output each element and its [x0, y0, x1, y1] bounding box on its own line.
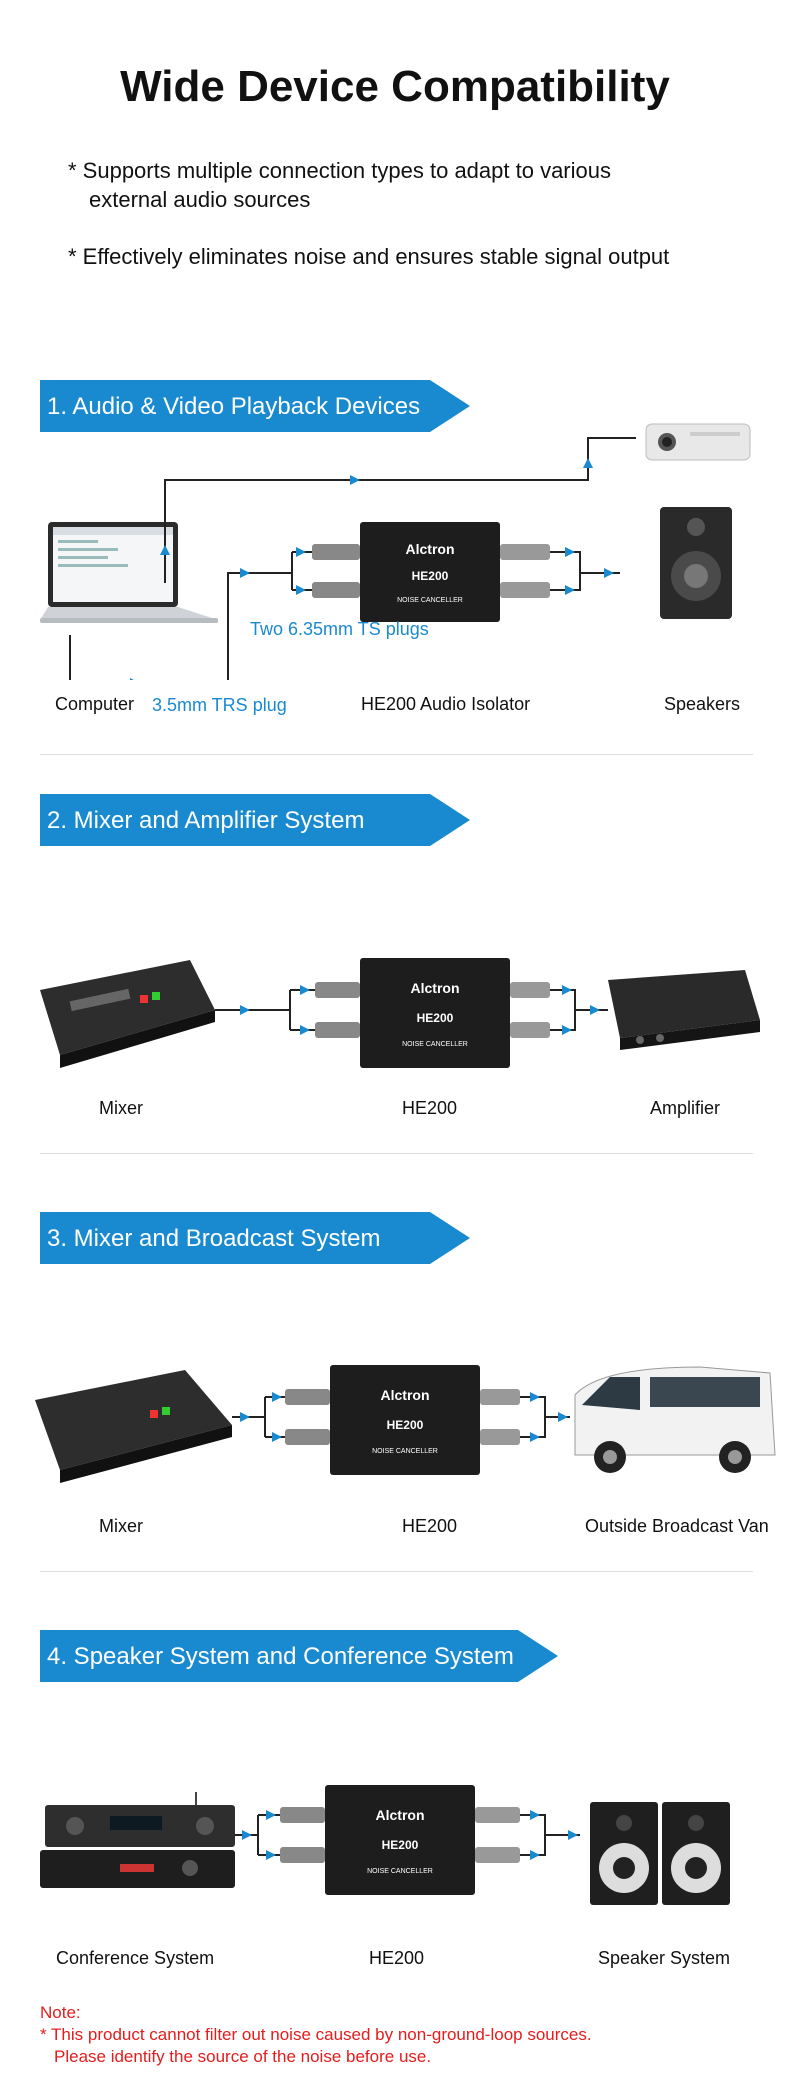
device-model-text: HE200 [412, 569, 449, 583]
note-title: Note: [40, 2003, 81, 2022]
label-he200-2: HE200 [402, 1098, 458, 1118]
section-2-heading: 2. Mixer and Amplifier System [47, 807, 365, 834]
section-2-banner: 2. Mixer and Amplifier System [40, 794, 470, 846]
device-model-text: HE200 [417, 1011, 454, 1025]
device-brand-text: Alctron [411, 980, 460, 996]
label-speakers: Speakers [664, 694, 741, 714]
laptop-image [40, 522, 218, 623]
page-title: Wide Device Compatibility [120, 62, 670, 111]
section-3-heading: 3. Mixer and Broadcast System [47, 1225, 381, 1252]
section-4-heading: 4. Speaker System and Conference System [47, 1643, 514, 1670]
section-3-banner: 3. Mixer and Broadcast System [40, 1212, 470, 1264]
device-caption-text: NOISE CANCELLER [367, 1868, 433, 1875]
speaker-system-image [590, 1802, 730, 1905]
label-conference-system: Conference System [56, 1948, 215, 1968]
projector-image [645, 423, 751, 461]
device-caption-text: NOISE CANCELLER [372, 1448, 438, 1455]
device-model-text: HE200 [387, 1418, 424, 1432]
amplifier-image [608, 970, 760, 1050]
callout-trs-plug: 3.5mm TRS plug [152, 695, 287, 715]
note-line-1: * This product cannot filter out noise c… [40, 2025, 592, 2044]
label-mixer-3: Mixer [99, 1516, 143, 1536]
label-mixer-2: Mixer [99, 1098, 143, 1118]
label-computer: Computer [55, 694, 135, 714]
bullet-1-cont: external audio sources [89, 187, 311, 212]
device-model-text: HE200 [382, 1838, 419, 1852]
section-4-banner: 4. Speaker System and Conference System [40, 1630, 558, 1682]
divider [40, 1571, 753, 1572]
section-1-banner: 1. Audio & Video Playback Devices [40, 380, 470, 432]
note-line-2: Please identify the source of the noise … [54, 2047, 432, 2066]
conference-system-image [40, 1792, 235, 1888]
label-isolator: HE200 Audio Isolator [361, 694, 531, 714]
label-he200-4: HE200 [369, 1948, 425, 1968]
section-1-heading: 1. Audio & Video Playback Devices [47, 393, 421, 420]
label-amplifier: Amplifier [650, 1098, 721, 1118]
divider [40, 1153, 753, 1154]
device-caption-text: NOISE CANCELLER [397, 597, 463, 604]
label-he200-3: HE200 [402, 1516, 458, 1536]
label-speaker-system: Speaker System [598, 1948, 731, 1968]
mixer-image [35, 1370, 232, 1483]
device-brand-text: Alctron [381, 1387, 430, 1403]
bullet-2: * Effectively eliminates noise and ensur… [68, 244, 670, 269]
device-brand-text: Alctron [376, 1807, 425, 1823]
device-caption-text: NOISE CANCELLER [402, 1041, 468, 1048]
mixer-image [40, 960, 215, 1068]
callout-ts-plugs: Two 6.35mm TS plugs [250, 619, 429, 639]
speaker-image [660, 507, 732, 619]
divider [40, 754, 753, 755]
label-broadcast-van: Outside Broadcast Van [585, 1516, 769, 1536]
bullet-1: * Supports multiple connection types to … [68, 158, 611, 183]
van-image [574, 1366, 776, 1473]
device-brand-text: Alctron [406, 541, 455, 557]
